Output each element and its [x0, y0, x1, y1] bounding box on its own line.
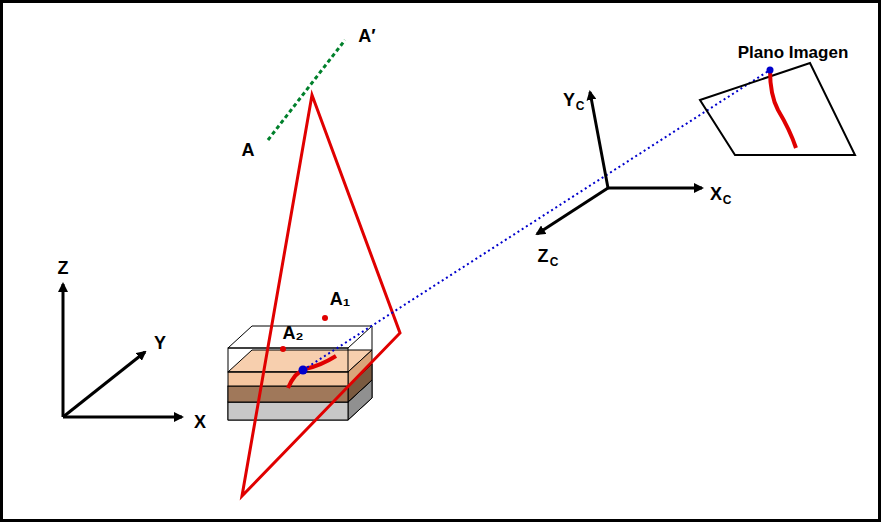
world-axes [63, 284, 182, 417]
point-a1 [322, 315, 328, 321]
axis-subscript: C [723, 194, 732, 206]
point-a2 [280, 346, 286, 352]
axis-label: Y [154, 334, 166, 352]
point-label: A₂ [283, 324, 304, 342]
plane-title: Plano Imagen [738, 44, 849, 61]
axis-label: X [710, 185, 722, 203]
surface-point [299, 366, 308, 375]
image-plane [700, 63, 855, 155]
axis-label: Y [563, 91, 575, 109]
line-of-sight [303, 70, 770, 370]
point-label: A₁ [330, 290, 350, 308]
axis-subscript: C [550, 256, 559, 268]
laser-curve [288, 356, 336, 388]
axis-label: Z [538, 247, 549, 265]
scan-axis [268, 40, 345, 140]
point-label: A′ [358, 27, 375, 45]
axis-subscript: C [576, 100, 585, 112]
axis-label: X [194, 413, 206, 431]
laser-plane [242, 95, 400, 496]
camera-axes [537, 92, 702, 234]
image-point [767, 67, 774, 74]
point-label: A [242, 141, 255, 159]
axis-label: Z [58, 259, 69, 277]
image-curve [770, 70, 796, 148]
